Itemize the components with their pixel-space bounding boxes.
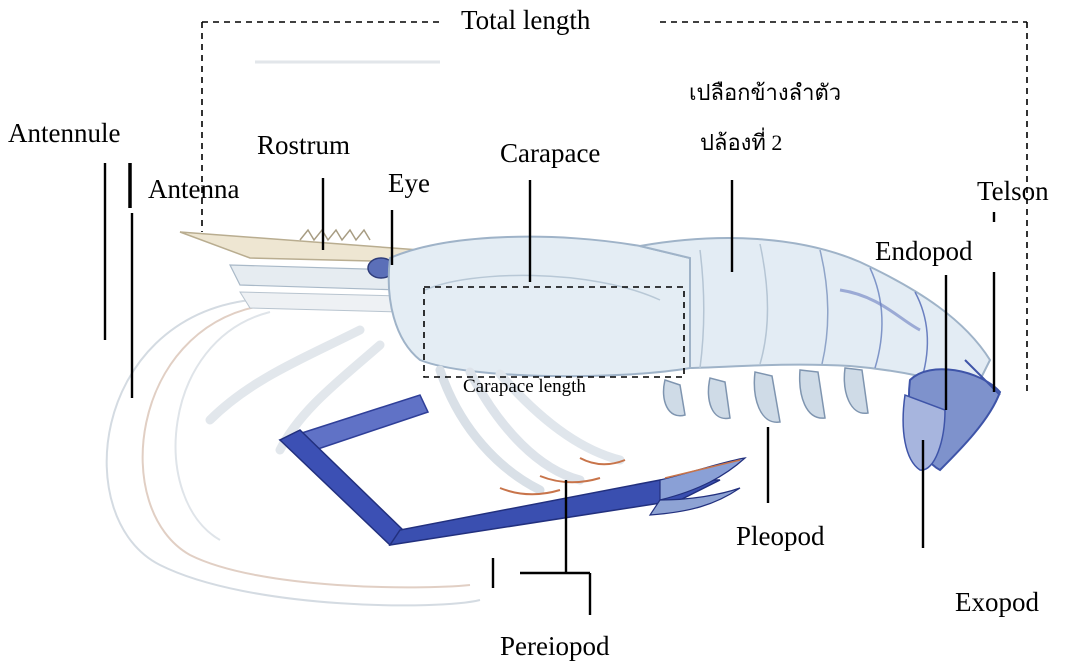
antennule-label: Antennule <box>8 120 120 147</box>
tail-fan <box>903 360 1000 470</box>
pleopod-label: Pleopod <box>736 523 825 550</box>
endopod-label: Endopod <box>875 238 973 265</box>
eye-label: Eye <box>388 170 430 197</box>
carapace-shape <box>389 237 690 377</box>
pleopods <box>664 368 868 422</box>
rostrum-label: Rostrum <box>257 132 350 159</box>
carapace-length-label: Carapace length <box>463 377 586 396</box>
pereiopod-label: Pereiopod <box>500 633 609 660</box>
telson-label: Telson <box>977 178 1049 205</box>
exopod-label: Exopod <box>955 589 1039 616</box>
side-shell-label-line2: ปล้องที่ 2 <box>700 132 782 154</box>
carapace-label: Carapace <box>500 140 600 167</box>
antenna-label: Antenna <box>148 176 239 203</box>
total-length-label: Total length <box>461 7 590 34</box>
side-shell-label-line1: เปลือกข้างลำตัว <box>689 82 841 104</box>
